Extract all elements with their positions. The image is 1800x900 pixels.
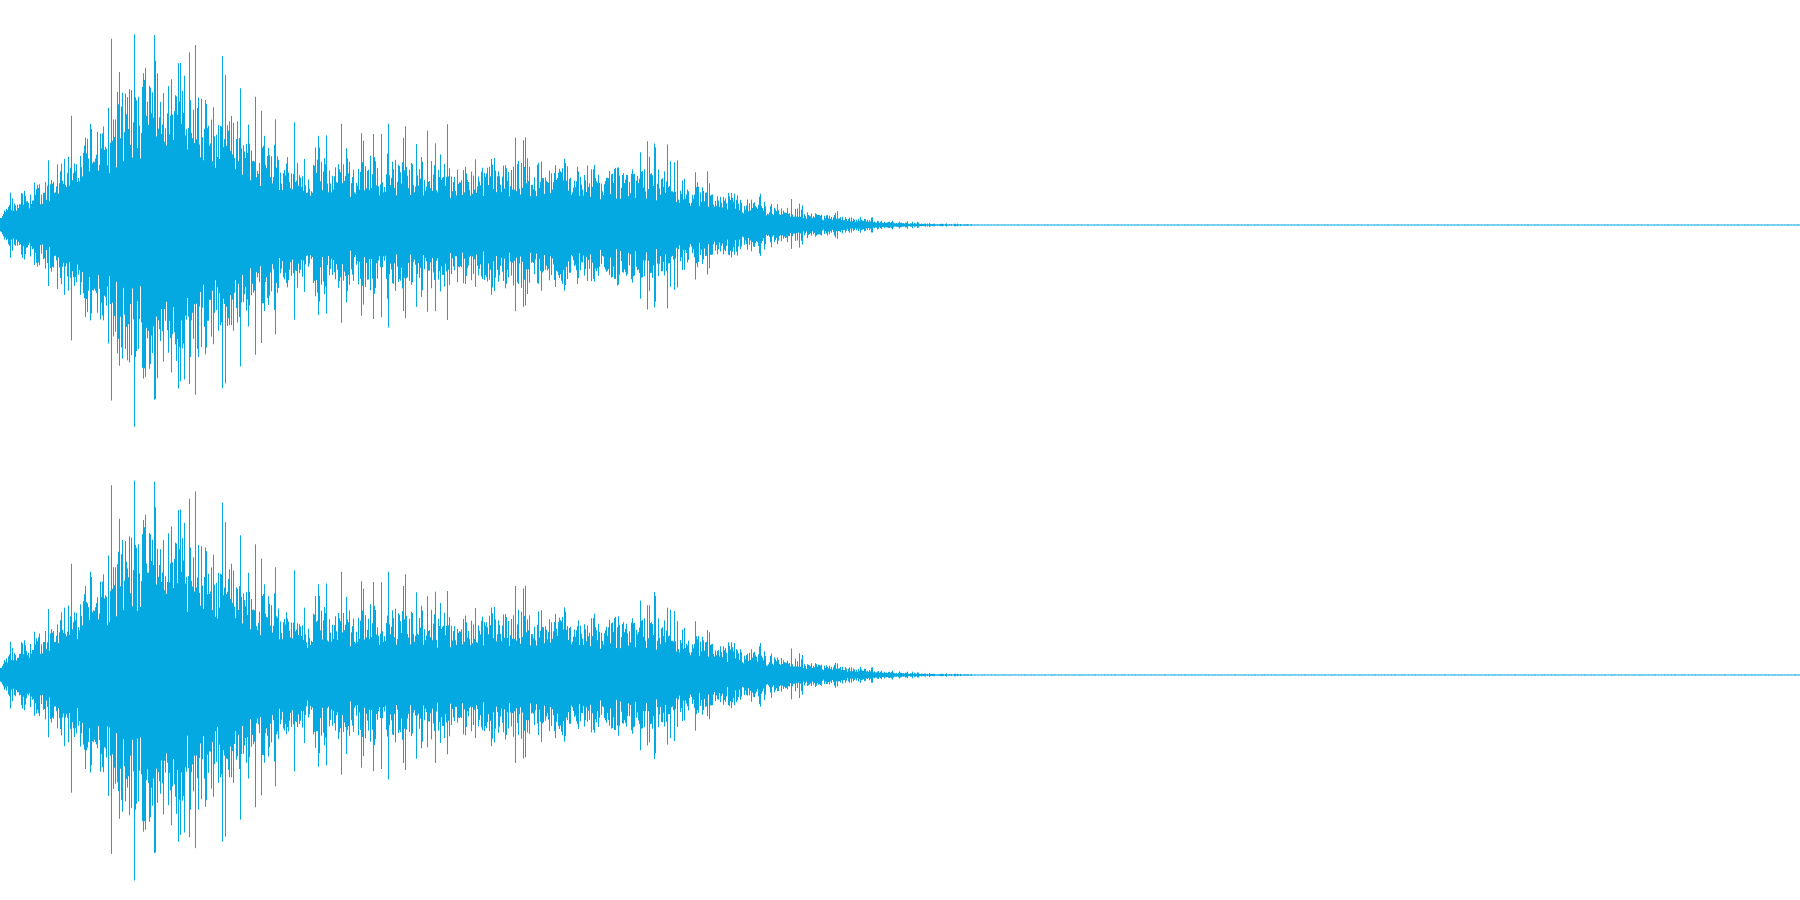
channel-waveform xyxy=(0,34,1800,427)
waveform-channel-right xyxy=(0,480,1800,881)
waveform-channel-left xyxy=(0,34,1800,427)
channel-waveform xyxy=(0,480,1800,881)
